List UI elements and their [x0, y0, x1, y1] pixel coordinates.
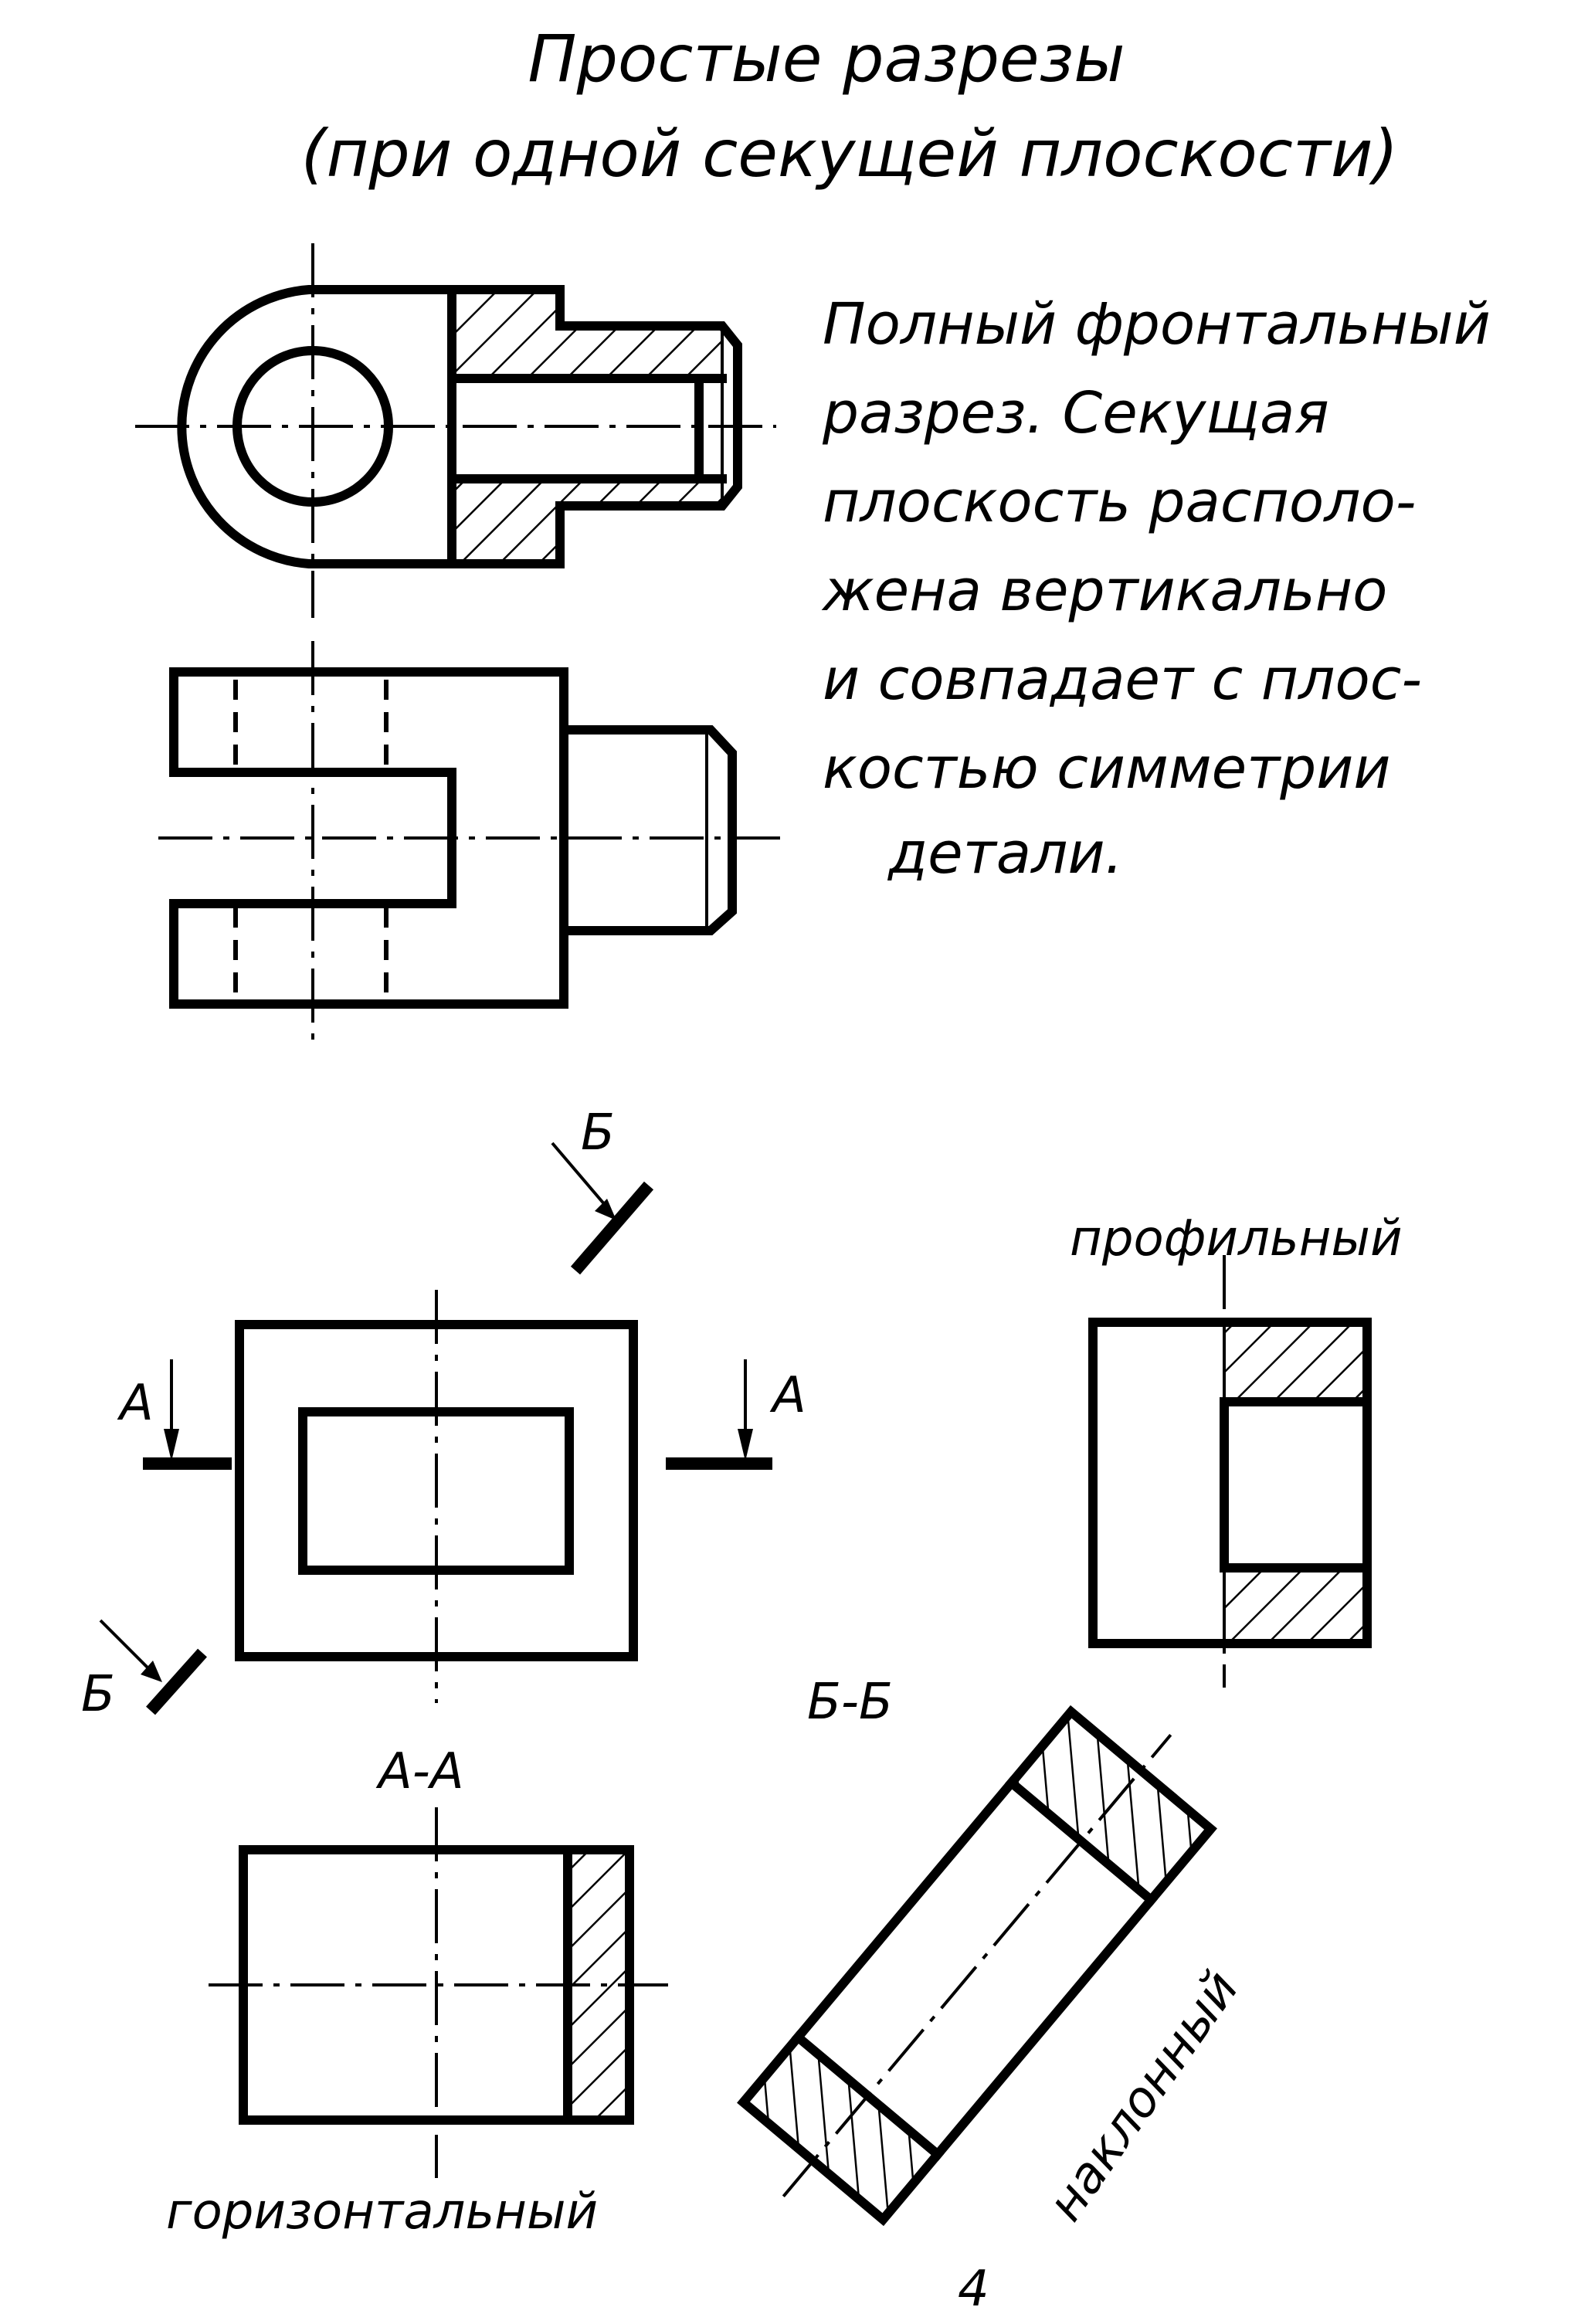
description-block: Полный фронтальный разрез. Секущая плоск…	[821, 291, 1491, 887]
label-section-a-a: А-А	[375, 1743, 464, 1800]
description-line-7: детали.	[887, 820, 1123, 887]
label-profile: профильный	[1070, 1210, 1403, 1267]
description-line-5: и совпадает с плос-	[823, 646, 1422, 713]
label-section-b-b: Б-Б	[807, 1674, 893, 1731]
frontal-section-view	[135, 243, 776, 618]
page-number: 4	[958, 2261, 989, 2318]
cut-label-a-left: А	[117, 1375, 154, 1432]
cut-label-b-bottom: Б	[81, 1666, 115, 1723]
profile-section-view: профильный	[1070, 1210, 1403, 1688]
title-line-2: (при одной секущей плоскости)	[301, 116, 1399, 192]
cut-label-a-right: А	[769, 1367, 806, 1424]
description-line-1: Полный фронтальный	[823, 291, 1491, 358]
description-line-6: костью симметрии	[823, 735, 1390, 802]
description-line-3: плоскость располо-	[823, 469, 1416, 535]
label-horizontal: горизонтальный	[166, 2183, 598, 2241]
description-line-2: разрез. Секущая	[822, 380, 1329, 446]
plan-view-cutting-planes: А А Б Б	[81, 1104, 806, 1723]
title-line-1: Простые разрезы	[528, 21, 1125, 97]
description-line-4: жена вертикально	[821, 558, 1387, 624]
fork-top-view	[158, 641, 780, 1043]
inclined-section-view: наклонный	[737, 1705, 1250, 2231]
cut-label-b-top: Б	[581, 1104, 615, 1162]
horizontal-section-view: горизонтальный	[166, 1807, 668, 2241]
